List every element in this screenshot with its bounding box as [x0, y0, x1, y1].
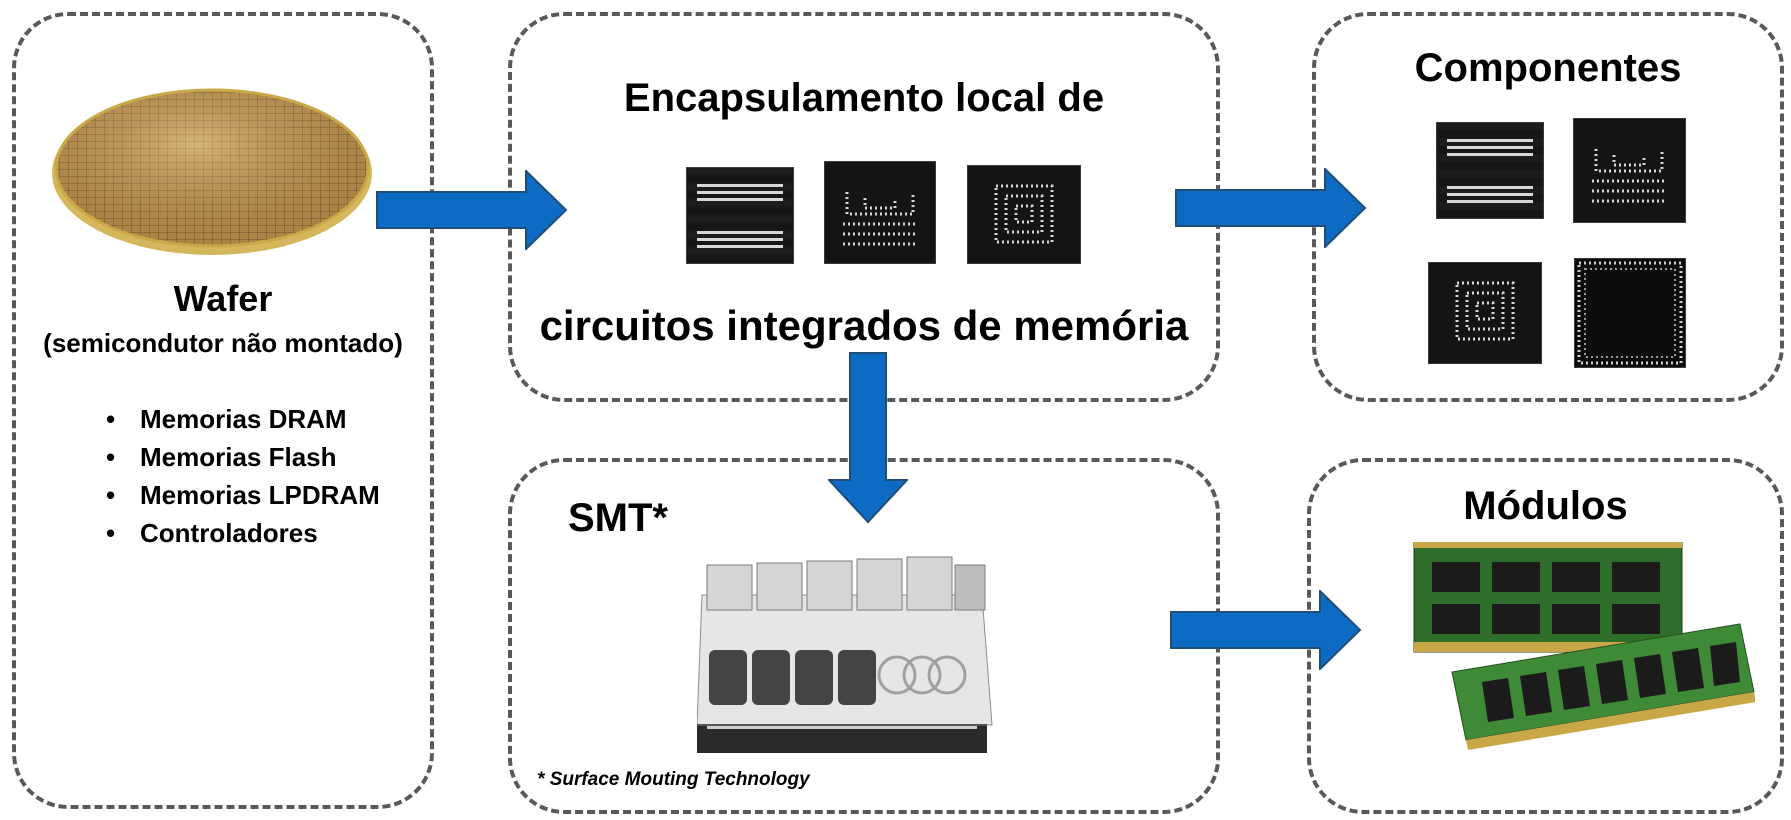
modules-title: Módulos	[1463, 484, 1628, 528]
wafer-image	[52, 88, 372, 255]
packaging-title-line2: circuitos integrados de memória	[539, 302, 1189, 349]
dram-chip-image	[686, 167, 794, 264]
components-title: Componentes	[1414, 46, 1682, 90]
arrow-down-icon	[828, 352, 908, 524]
controller-chip-image	[1428, 262, 1542, 364]
wafer-bullet-list: Memorias DRAM Memorias Flash Memorias LP…	[100, 400, 380, 552]
list-item: Controladores	[100, 514, 380, 552]
wafer-title: Wafer	[173, 278, 273, 319]
smt-footnote: * Surface Mouting Technology	[537, 769, 810, 790]
list-item: Memorias Flash	[100, 438, 380, 476]
packaging-title-line1: Encapsulamento local de	[623, 76, 1105, 120]
arrow-right-icon	[1175, 168, 1367, 248]
memory-modules-image	[1413, 542, 1755, 750]
smt-title: SMT*	[568, 496, 668, 540]
arrow-right-icon	[376, 170, 568, 250]
flash-chip-image	[1573, 118, 1686, 223]
list-item: Memorias DRAM	[100, 400, 380, 438]
wafer-box	[12, 12, 434, 809]
controller-chip-image	[967, 165, 1081, 264]
list-item: Memorias LPDRAM	[100, 476, 380, 514]
flash-chip-image	[824, 161, 936, 264]
smt-machine-image	[697, 556, 993, 753]
arrow-right-icon	[1170, 590, 1362, 670]
wafer-subtitle: (semicondutor não montado)	[43, 328, 403, 358]
lpdram-chip-image	[1574, 258, 1686, 368]
dram-chip-image	[1436, 122, 1544, 219]
